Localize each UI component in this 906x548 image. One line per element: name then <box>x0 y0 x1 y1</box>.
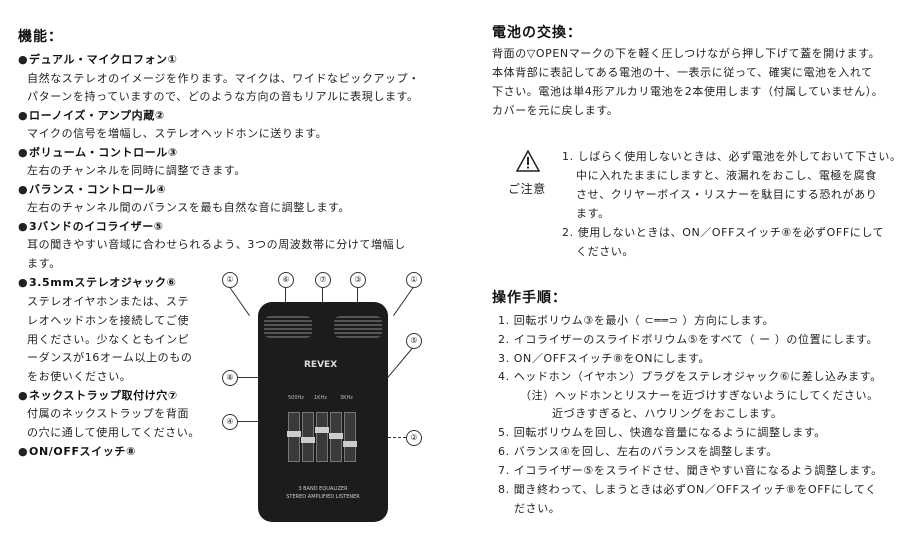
eq-slider <box>287 412 301 462</box>
leader-line <box>237 377 258 378</box>
operation-note: 近づきすぎると、ハウリングをおこします。 <box>552 407 783 420</box>
feature-text: 付属のネックストラップを背面 <box>27 407 190 420</box>
microphone-grill-right <box>334 316 382 338</box>
operation-step: 1. 回転ボリウム③を最小（ ⊂══⊃ ）方向にします。 <box>498 314 775 327</box>
callout-3: ③ <box>350 272 366 288</box>
feature-text: ステレオイヤホンまたは、ステ <box>27 295 190 308</box>
bullet-marker: ● <box>18 183 28 196</box>
operation-heading: 操作手順： <box>492 290 567 306</box>
battery-heading: 電池の交換： <box>492 25 582 41</box>
bullet-marker: ● <box>18 146 28 159</box>
operation-step: ださい。 <box>514 502 561 515</box>
leader-line <box>285 287 286 309</box>
feature-title-amp: ローノイズ・アンプ内蔵② <box>29 109 165 122</box>
battery-text: 背面の▽OPENマークの下を軽く圧しつけながら押し下げて蓋を開けます。 <box>492 47 881 60</box>
leader-line <box>237 421 258 422</box>
bullet-marker: ● <box>18 276 28 289</box>
caution-text: 1. しばらく使用しないときは、必ず電池を外しておいて下さい。 <box>562 150 902 163</box>
operation-step: 5. 回転ボリウムを回し、快適な音量になるように調整します。 <box>498 426 826 439</box>
operation-step: 7. イコライザー⑤をスライドさせ、聞きやすい音になるよう調整します。 <box>498 464 883 477</box>
device-caption-1: 3 BAND EQUALIZER <box>298 486 348 492</box>
caution-text: 中に入れたままにしますと、液漏れをおこし、電極を腐食 <box>576 169 877 182</box>
warning-triangle-icon <box>516 150 540 172</box>
callout-1-left: ① <box>222 272 238 288</box>
feature-text: 用ください。少なくともインピ <box>27 333 190 346</box>
battery-text: 本体背部に表記してある電池の十、一表示に従って、確実に電池を入れて <box>492 66 873 79</box>
feature-title-jack: 3.5mmステレオジャック⑥ <box>29 276 177 289</box>
operation-step: 3. ON／OFFスイッチ⑧をONにします。 <box>498 352 711 365</box>
feature-text: ーダンスが16オーム以上のもの <box>27 351 193 364</box>
feature-title-strap: ネックストラップ取付け穴⑦ <box>29 389 178 402</box>
feature-text: 左右のチャンネル間のバランスを最も自然な音に調整します。 <box>27 201 351 214</box>
device-brand: REVEX <box>304 360 338 370</box>
operation-step: 6. バランス④を回し、左右のバランスを調整します。 <box>498 445 778 458</box>
feature-text: をお使いください。 <box>27 370 132 383</box>
feature-title-volume: ボリューム・コントロール③ <box>29 146 178 159</box>
callout-1-right: ① <box>406 272 422 288</box>
callout-7: ⑦ <box>315 272 331 288</box>
feature-text: 耳の聞きやすい音域に合わせられるよう、3つの周波数帯に分けて増幅し <box>27 238 406 251</box>
feature-text: の穴に通して使用してください。 <box>27 426 201 439</box>
feature-text: 左右のチャンネルを同時に調整できます。 <box>27 164 246 177</box>
operation-step: 4. ヘッドホン（イヤホン）プラグをステレオジャック⑥に差し込みます。 <box>498 370 882 383</box>
feature-title-balance: バランス・コントロール④ <box>29 183 167 196</box>
caution-text: ます。 <box>576 207 610 220</box>
feature-text: レオヘッドホンを接続してご使 <box>27 314 190 327</box>
feature-text: 自然なステレオのイメージを作ります。マイクは、ワイドなピックアップ・ <box>27 72 420 85</box>
eq-slider <box>301 412 315 462</box>
operation-step: 8. 聞き終わって、しまうときは必ずON／OFFスイッチ⑧をOFFにしてく <box>498 483 877 496</box>
callout-2: ② <box>406 430 422 446</box>
bullet-marker: ● <box>18 53 28 66</box>
battery-text: カバーを元に戻します。 <box>492 104 619 117</box>
leader-line <box>357 287 358 309</box>
leader-line <box>229 286 250 316</box>
bullet-marker: ● <box>18 389 28 402</box>
freq-label: 1KHz <box>314 395 327 401</box>
device-body: REVEX 500Hz 1KHz 3KHz 3 BAND EQUALIZER S… <box>258 302 388 522</box>
callout-5: ⑤ <box>406 333 422 349</box>
bullet-marker: ● <box>18 220 28 233</box>
device-caption-2: STEREO AMPLIFIED LISTENER <box>286 494 360 500</box>
eq-slider <box>315 412 329 462</box>
eq-slider <box>343 412 357 462</box>
operation-note: （注）ヘッドホンとリスナーを近づけすぎないようにしてください。 <box>520 389 879 402</box>
feature-text: パターンを持っていますので、どのような方向の音もリアルに表現します。 <box>27 90 419 103</box>
eq-slider <box>329 412 343 462</box>
leader-line <box>393 286 414 316</box>
caution-text: 2. 使用しないときは、ON／OFFスイッチ⑧を必ずOFFにして <box>562 226 885 239</box>
caution-text: させ、クリヤーボイス・リスナーを駄目にする恐れがあり <box>576 188 878 201</box>
operation-step: 2. イコライザーのスライドボリウム⑤をすべて（ ー ）の位置にします。 <box>498 333 879 346</box>
bullet-marker: ● <box>18 109 28 122</box>
freq-label: 3KHz <box>340 395 353 401</box>
battery-text: 下さい。電池は単4形アルカリ電池を2本使用します（付属していません）。 <box>492 85 884 98</box>
feature-text: マイクの信号を増幅し、ステレオヘッドホンに送ります。 <box>27 127 328 140</box>
feature-text: ます。 <box>27 257 61 270</box>
feature-title-equalizer: 3バンドのイコライザー⑤ <box>29 220 164 233</box>
callout-8: ⑧ <box>222 370 238 386</box>
freq-label: 500Hz <box>288 395 304 401</box>
caution-label: ご注意 <box>508 182 546 196</box>
leader-line <box>322 287 323 307</box>
features-heading: 機能： <box>18 29 63 45</box>
caution-text: ください。 <box>576 245 634 258</box>
feature-title-switch: ON/OFFスイッチ⑧ <box>29 445 136 458</box>
callout-6: ⑥ <box>278 272 294 288</box>
leader-line <box>388 437 406 438</box>
feature-title-microphone: デュアル・マイクロフォン① <box>29 53 178 66</box>
features-column: 機能： ● デュアル・マイクロフォン① 自然なステレオのイメージを作ります。マイ… <box>0 0 440 548</box>
callout-4: ④ <box>222 414 238 430</box>
bullet-marker: ● <box>18 445 28 458</box>
microphone-grill-left <box>264 316 312 338</box>
